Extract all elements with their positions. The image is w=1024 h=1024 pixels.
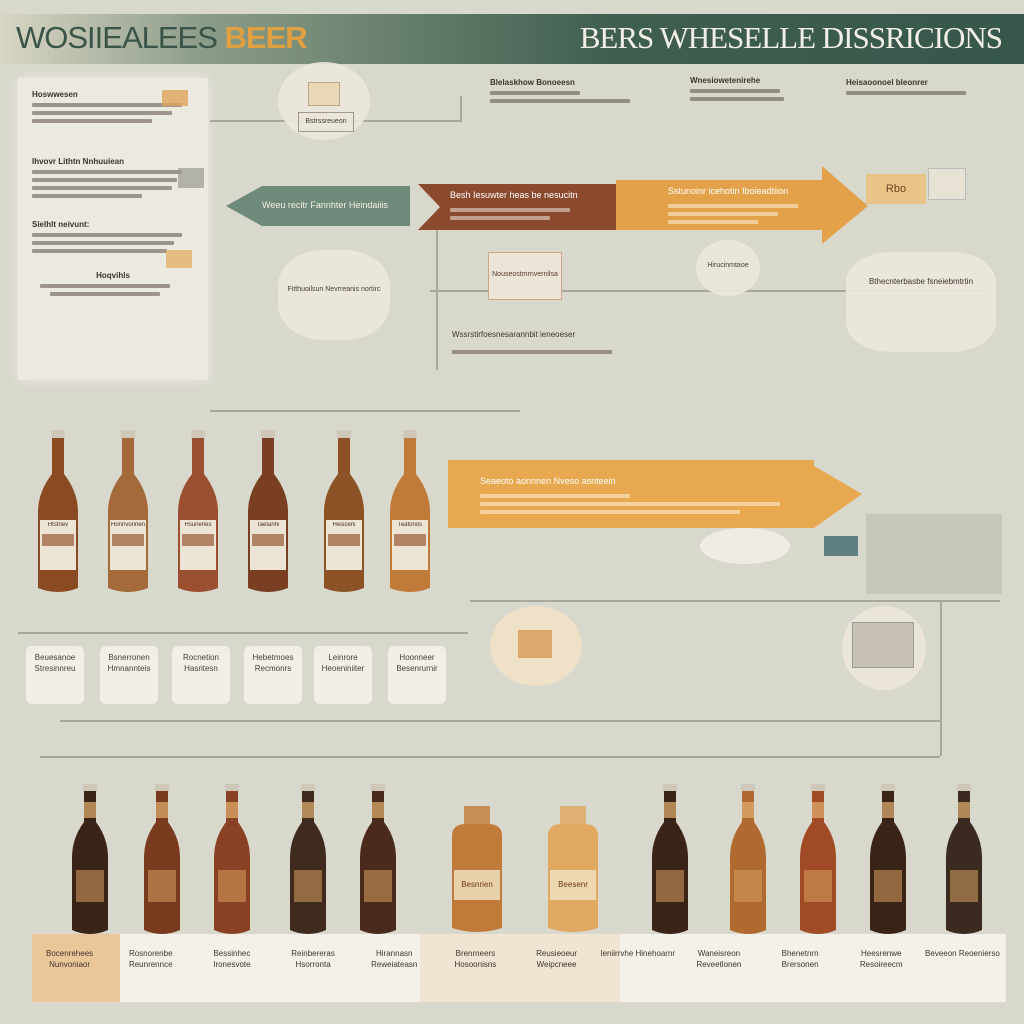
node-a-icon: [308, 82, 340, 106]
bottle: [726, 782, 770, 936]
bottle: Taetanhi: [240, 428, 296, 596]
bottle-caption: Hirannasn Reweiateasn: [371, 949, 418, 969]
bottle: [866, 782, 910, 936]
bottle-caption: Reusieoeur Weipcneee: [536, 949, 578, 969]
jug: Besnrien: [444, 796, 510, 936]
arrow-orange-mid-text: Seaeoto aonnnen Nveso asnteein: [480, 476, 616, 486]
bottom-bottle-row: Besnrien Beesenr: [40, 776, 1000, 936]
mid-right-tag: [824, 536, 858, 556]
bottle-caption: Rosnorenbe Reunrennce: [128, 949, 173, 969]
bottle-caption: Hebetmoes Recmonrs: [244, 646, 302, 704]
bottle-caption: Beveeon Reoenierso: [925, 949, 1000, 958]
panel-icon-3: [166, 250, 192, 268]
right-cloud: [846, 252, 996, 352]
mid-right-image: [852, 622, 914, 668]
header-mid: Blelaskhow Bonoeesn: [490, 78, 650, 107]
bottle: [356, 782, 400, 936]
top-caption-row: Beuesanoe Stresinnreu Bsnerronen Hmnannte…: [26, 640, 456, 710]
panel-icon-1: [162, 90, 188, 106]
connector-line: [436, 230, 438, 370]
title-right: BERS WHESELLE DISSRICIONS: [579, 20, 1003, 55]
node-c-blob: [278, 250, 390, 340]
bottle-caption: Bocenrehees Nunvoniaor: [46, 949, 94, 969]
bottle: [140, 782, 184, 936]
right-cloud-text: Bthecnterbasbe fsneiebmtrtin: [868, 277, 974, 286]
panel-block-3: Sielhlt neivunt:: [32, 220, 194, 253]
node-d-blob: [696, 240, 760, 296]
bottle: [796, 782, 840, 936]
bottle-caption: Brenrneers Hosoonisns: [454, 949, 497, 969]
right-tag: Rbo: [866, 174, 926, 204]
mid-circle-icon: [518, 630, 552, 658]
bottle-caption: Reinbereras Hsorronta: [291, 949, 335, 969]
right-tag-icon: [928, 168, 966, 200]
arrow-green: [226, 186, 410, 226]
bottle-label: Hesiceni: [332, 522, 356, 528]
connector-line: [460, 96, 462, 122]
bottle-label: Taetanhi: [256, 522, 280, 528]
node-c-text: Fitthuoilsun Nevrreanis nortirc: [287, 286, 381, 293]
bottle-caption: Bsnerronen Hmnannteis: [100, 646, 158, 704]
arrow-green-text: Weeu recitr Fannhter Heindaiiis: [262, 200, 388, 210]
arrow-orange-text: Sstunoinr icehotin Iboieadtiion: [668, 186, 789, 196]
connector-line: [18, 632, 468, 634]
connector-line: [940, 600, 942, 756]
bottle: Htstnev: [30, 428, 86, 596]
connector-line: [40, 756, 940, 758]
bottle-caption: Bhenetnrn Brersonen: [781, 949, 819, 969]
bottle: [286, 782, 330, 936]
connector-line: [470, 600, 1000, 602]
panel-block-2: Ihvovr Lithtn Nnhuuiean: [32, 157, 194, 198]
bottle-label: Hsunenes: [184, 522, 212, 528]
bottle-label: Teatonos: [397, 522, 423, 528]
title-left: WOSIIEALEES BEER: [16, 20, 308, 55]
connector-line: [60, 720, 940, 722]
bottle-caption: Waneisreon Reveetlonen: [696, 949, 742, 969]
bottle: Hsunenes: [170, 428, 226, 596]
bottle-caption: Ieniirrvhe Hinehoarnr: [600, 949, 676, 958]
bottle: [648, 782, 692, 936]
header-right: Heisaoonoel bleonrer: [846, 78, 976, 99]
title-banner: [0, 14, 1024, 64]
arrow-brown-text: Besh Iesuwter heas be nesucitn: [450, 190, 578, 200]
mid-cloud: [700, 528, 790, 564]
jug-label: Beesenr: [558, 880, 588, 889]
bottle-caption: Leinrore Heoeniniiter: [314, 646, 372, 704]
node-d-text: Hirucinmtaoe: [707, 262, 749, 269]
connector-line: [210, 410, 520, 412]
bottle-caption: Beuesanoe Stresinnreu: [26, 646, 84, 704]
header-mid2: Wnesiowetenirehe: [690, 76, 790, 105]
panel-block-1: Hoswwesen: [32, 90, 194, 123]
bottle-caption: Heesrenwe Resoireecm: [859, 949, 903, 969]
bottle-label: Htstnev: [47, 522, 69, 528]
bottle-label: Honnvonnen: [110, 522, 146, 528]
bottle: Honnvonnen: [100, 428, 156, 596]
bottom-strip-mid: [420, 934, 620, 1002]
bottle: Hesiceni: [316, 428, 372, 596]
jug-label: Besnrien: [461, 880, 493, 889]
info-panel-left: Hoswwesen Ihvovr Lithtn Nnhuuiean Sielhl…: [18, 78, 208, 380]
panel-block-4: Hoqvihls: [32, 271, 194, 296]
bottle: Teatonos: [382, 428, 438, 596]
bottom-caption-row: Bocenrehees Nunvoniaor Rosnorenbe Reunren…: [32, 940, 1006, 1000]
bottom-strip-left: [32, 934, 120, 1002]
mid-right-panel: [866, 514, 1002, 594]
jug: Beesenr: [540, 796, 606, 936]
top-bottle-row: Htstnev Honnvonnen Hsunenes Taetanhi Hesicen…: [30, 428, 450, 598]
bottle-caption: Bessinhec Ironesvote: [213, 949, 251, 969]
bottle: [210, 782, 254, 936]
note-center: Wssrstirfoesnesarannbit ieneoeser: [452, 330, 576, 339]
bottle: [68, 782, 112, 936]
bottle-caption: Hoonneer Besenrurnir: [388, 646, 446, 704]
node-a-box: Bstrssreueon: [298, 112, 354, 132]
node-b-card: Nouseostmrnvernilsa: [488, 252, 562, 300]
bottle-caption: Rocnetion Hasritesn: [172, 646, 230, 704]
bottle: [942, 782, 986, 936]
panel-icon-2: [178, 168, 204, 188]
